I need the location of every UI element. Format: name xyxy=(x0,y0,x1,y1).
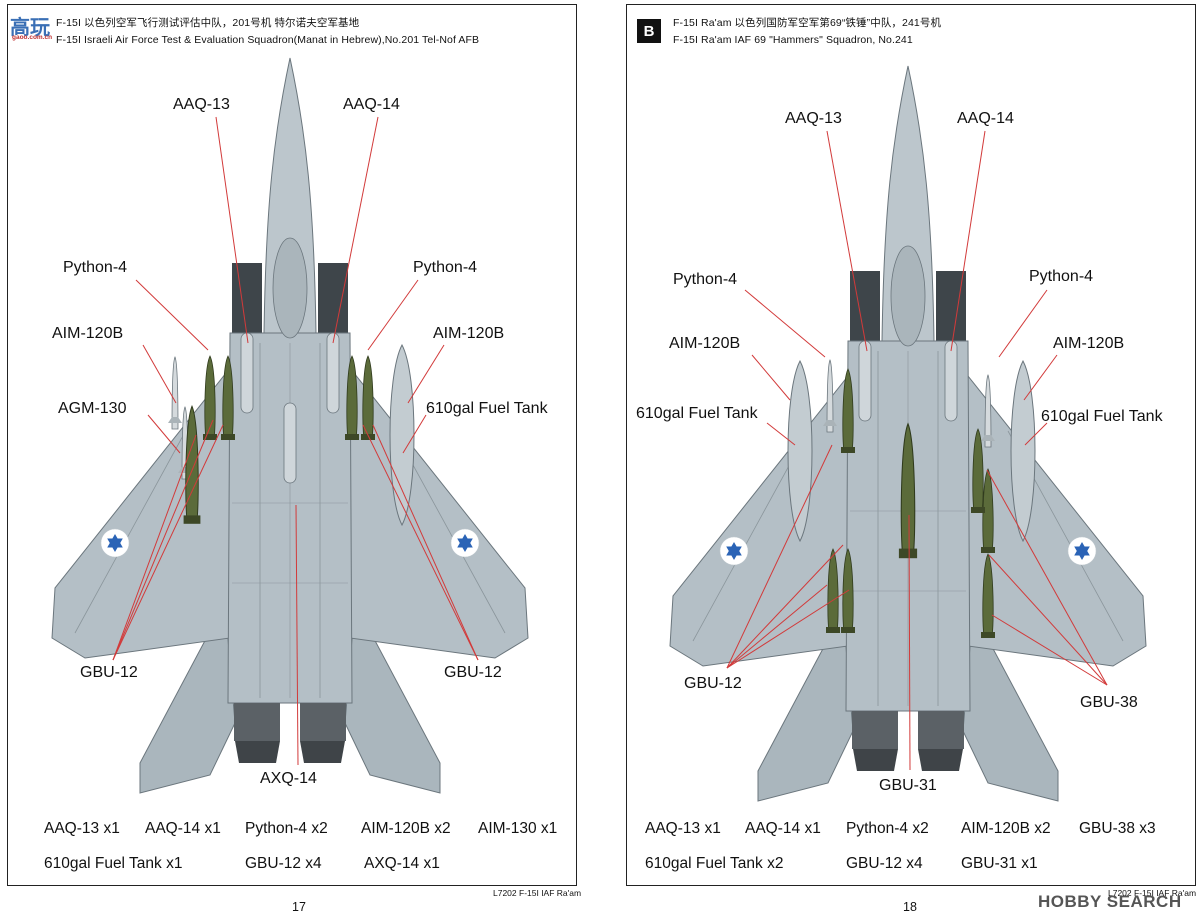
callout-aaq14: AAQ-14 xyxy=(957,110,1014,127)
loadout-item: AIM-130 x1 xyxy=(478,820,558,837)
instruction-page-17: 高玩 gaoo.com.cn F-15I 以色列空军飞行测试评估中队，201号机… xyxy=(7,4,577,886)
footer-code-right: L7202 F-15I IAF Ra'am xyxy=(1108,888,1197,898)
footer-code-left: L7202 F-15I IAF Ra'am xyxy=(493,888,582,898)
callout-fuel-tank: 610gal Fuel Tank xyxy=(426,400,548,417)
header-chinese: F-15I 以色列空军飞行测试评估中队，201号机 特尔诺夫空军基地 xyxy=(56,17,360,29)
loadout-item: AAQ-14 x1 xyxy=(145,820,221,837)
callout-gbu31: GBU-31 xyxy=(879,777,937,794)
callout-aaq14: AAQ-14 xyxy=(343,96,400,113)
callout-python-right: Python-4 xyxy=(1029,268,1094,285)
aircraft-diagram xyxy=(51,57,529,794)
instruction-page-18: B F-15I Ra'am 以色列国防军空军第69“铁锤”中队，241号机 F-… xyxy=(626,4,1196,886)
callout-gbu12-right: GBU-12 xyxy=(444,664,502,681)
loadout-item: AXQ-14 x1 xyxy=(364,855,440,872)
page-number-right: 18 xyxy=(903,900,917,914)
callout-python-left: Python-4 xyxy=(673,271,738,288)
loadout-item: GBU-31 x1 xyxy=(961,855,1038,872)
hobbysearch-watermark: HOBBY SEARCH xyxy=(1038,892,1182,911)
loadout-item: 610gal Fuel Tank x2 xyxy=(645,855,784,872)
callout-gbu12: GBU-12 xyxy=(684,675,742,692)
loadout-item: AIM-120B x2 xyxy=(961,820,1051,837)
loadout-item: GBU-38 x3 xyxy=(1079,820,1156,837)
callout-axq14: AXQ-14 xyxy=(260,770,317,787)
loadout-item: 610gal Fuel Tank x1 xyxy=(44,855,183,872)
callout-aaq13: AAQ-13 xyxy=(173,96,230,113)
loadout-item: AIM-120B x2 xyxy=(361,820,451,837)
page-number-left: 17 xyxy=(292,900,306,914)
callout-aim120-left: AIM-120B xyxy=(669,335,741,352)
callout-gbu38: GBU-38 xyxy=(1080,694,1138,711)
loadout-item: Python-4 x2 xyxy=(846,820,929,837)
watermark-logo: 高玩 xyxy=(10,15,50,39)
aircraft-diagram xyxy=(669,65,1147,802)
callout-aaq13: AAQ-13 xyxy=(785,110,842,127)
site-watermark: 高玩 gaoo.com.cn xyxy=(8,5,72,43)
callout-python-right: Python-4 xyxy=(413,259,478,276)
header-chinese: F-15I Ra'am 以色列国防军空军第69“铁锤”中队，241号机 xyxy=(673,17,942,29)
header-english: F-15I Ra'am IAF 69 "Hammers" Squadron, N… xyxy=(673,34,913,46)
callout-aim120-right: AIM-120B xyxy=(433,325,505,342)
loadout-item: Python-4 x2 xyxy=(245,820,328,837)
callout-aim120-left: AIM-120B xyxy=(52,325,124,342)
loadout-item: GBU-12 x4 xyxy=(245,855,322,872)
loadout-item: AAQ-13 x1 xyxy=(645,820,721,837)
loadout-item: AAQ-13 x1 xyxy=(44,820,120,837)
callout-python-left: Python-4 xyxy=(63,259,128,276)
callout-fuel-tank-right: 610gal Fuel Tank xyxy=(1041,408,1163,425)
loadout-item: GBU-12 x4 xyxy=(846,855,923,872)
callout-aim120-right: AIM-120B xyxy=(1053,335,1125,352)
callout-fuel-tank-left: 610gal Fuel Tank xyxy=(636,405,758,422)
version-badge: B xyxy=(637,19,661,43)
header-english: F-15I Israeli Air Force Test & Evaluatio… xyxy=(56,34,480,46)
callout-gbu12-left: GBU-12 xyxy=(80,664,138,681)
loadout-item: AAQ-14 x1 xyxy=(745,820,821,837)
watermark-site: gaoo.com.cn xyxy=(12,34,53,41)
callout-agm130: AGM-130 xyxy=(58,400,127,417)
